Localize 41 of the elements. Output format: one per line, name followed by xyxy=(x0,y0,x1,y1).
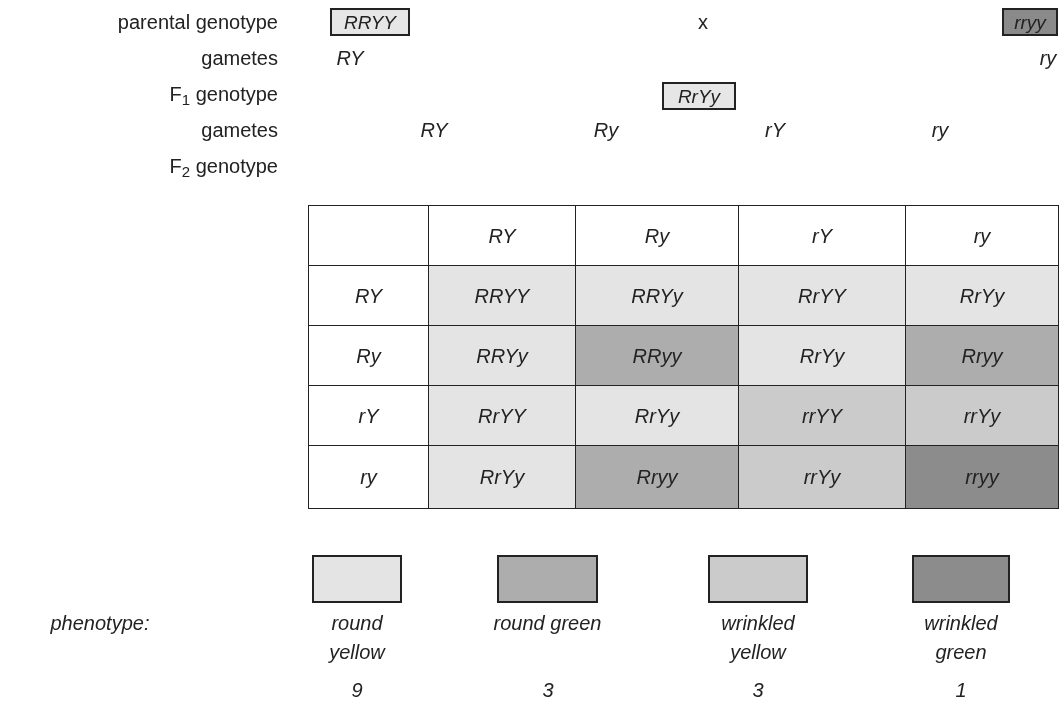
table-cell: Rryy xyxy=(575,445,739,509)
table-cell: Rryy xyxy=(905,325,1059,386)
text-label: rY xyxy=(764,118,787,142)
table-cell: rrYy xyxy=(905,385,1059,446)
table-cell: RrYY xyxy=(428,385,576,446)
table-cell: ry xyxy=(308,445,429,509)
legend-label: round green xyxy=(492,611,603,636)
table-cell: RRYY xyxy=(428,265,576,326)
table-cell: RrYy xyxy=(428,445,576,509)
text-label: ry xyxy=(1038,46,1058,70)
legend-label: wrinkled yellow xyxy=(720,611,796,665)
text-label: x xyxy=(697,10,709,34)
text-label: ry xyxy=(930,118,950,142)
table-cell: rryy xyxy=(905,445,1059,509)
table-cell: rrYy xyxy=(738,445,906,509)
text-label: 3 xyxy=(751,678,765,702)
text-label: 3 xyxy=(541,678,555,702)
text-label: phenotype: xyxy=(49,611,151,635)
table-cell: RrYy xyxy=(738,325,906,386)
text-label: parental genotype xyxy=(117,10,278,34)
table-cell: RRyy xyxy=(575,325,739,386)
table-cell: ry xyxy=(905,205,1059,266)
genotype-box: RRYY xyxy=(330,8,410,36)
genotype-box: rryy xyxy=(1002,8,1058,36)
table-cell: RrYY xyxy=(738,265,906,326)
table-cell: RRYy xyxy=(428,325,576,386)
table-cell: rrYY xyxy=(738,385,906,446)
text-label: F$_{1}$ genotype xyxy=(169,82,278,106)
text-label: 1 xyxy=(954,678,968,702)
text-label: gametes xyxy=(201,46,278,70)
text-label: Ry xyxy=(592,118,620,142)
table-cell: RrYy xyxy=(905,265,1059,326)
table-cell: RrYy xyxy=(575,385,739,446)
genotype-box: RrYy xyxy=(662,82,736,110)
text-label: F$_{2}$ genotype xyxy=(169,154,278,178)
legend-label: wrinkled green xyxy=(923,611,999,665)
legend-label: round yellow xyxy=(327,611,387,665)
table-cell: RRYy xyxy=(575,265,739,326)
text-label: gametes xyxy=(201,118,278,142)
text-label: RY xyxy=(419,118,450,142)
text-label: 9 xyxy=(350,678,364,702)
